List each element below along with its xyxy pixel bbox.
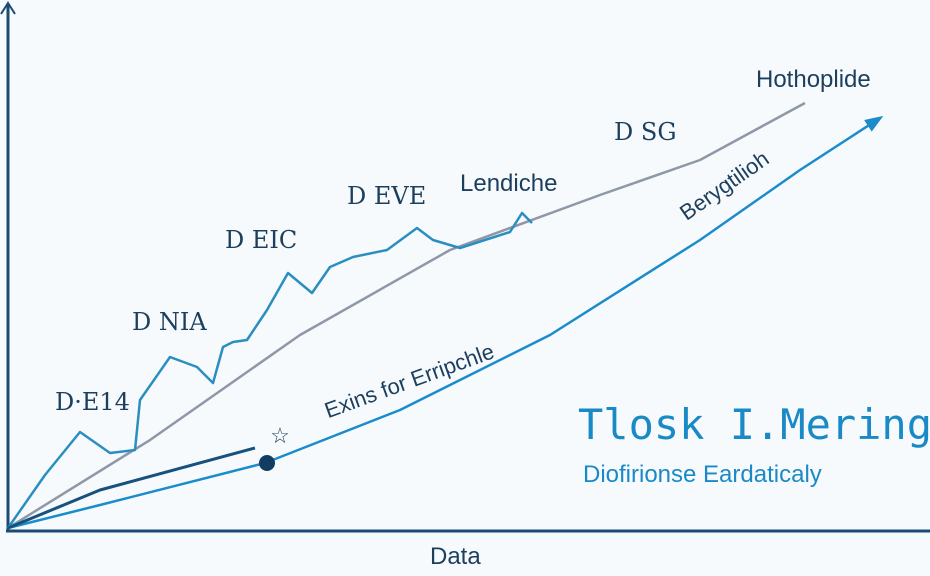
y-axis-arrow-icon [0,1,16,15]
chart-subtitle: Diofirionse Eardaticaly [583,461,822,488]
annotation-d-e14: D·E14 [55,388,130,416]
data-point-marker [259,455,275,471]
annotation-lendiche: Lendiche [460,170,558,197]
annotation-d-nia: D NIA [132,308,207,336]
arrowhead-icon [864,115,884,132]
annotation-hothoplide: Hothoplide [756,66,871,93]
annotation-d-eic: D EIC [225,226,298,254]
star-icon: ☆ [270,423,290,448]
series-line-hothoplide [7,101,806,530]
x-axis-label: Data [430,543,481,570]
annotation-d-sg: D SG [614,118,677,146]
series-line-lendiche [6,211,533,529]
chart-title: Tlosk I.Mering [578,400,930,449]
annotation-d-eve: D EVE [347,182,427,210]
series-line-berygtilioh [7,116,881,530]
series-line-exins-for-erripchle [7,446,256,530]
